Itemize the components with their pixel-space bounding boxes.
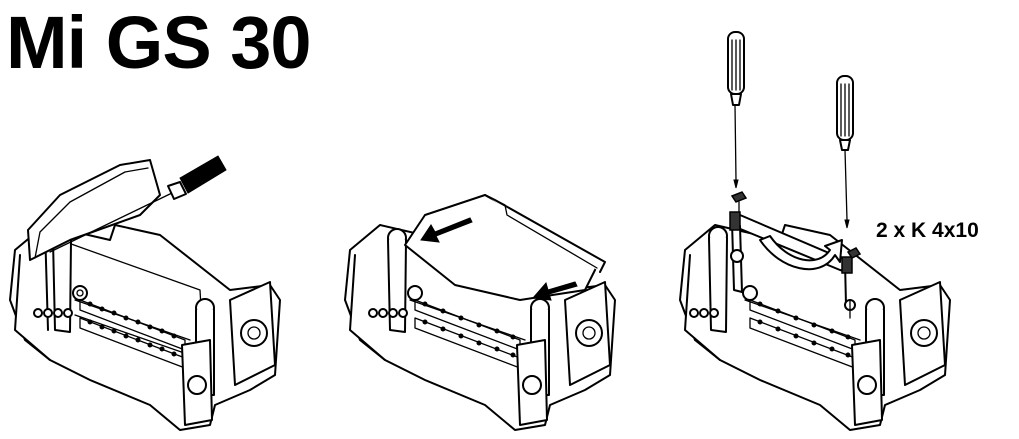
page-title: Mi GS 30	[6, 1, 312, 84]
corner-posts	[368, 228, 550, 396]
screwdriver-icon	[727, 31, 745, 189]
knockout-panel	[181, 281, 276, 426]
screwdriver-icon	[836, 75, 854, 229]
step-3-illustration	[670, 0, 1019, 439]
step-2-illustration	[335, 0, 665, 439]
screw-icon	[730, 191, 862, 259]
screwdriver-icon	[49, 155, 227, 253]
mounting-plate	[404, 194, 606, 301]
arrow-icon	[420, 217, 578, 301]
step-1-illustration	[0, 0, 330, 439]
knockout-panel	[851, 281, 946, 426]
rotate-arrow-icon	[759, 235, 843, 271]
screw-spec-label: 2 x K 4x10	[876, 219, 979, 242]
knockout-panel	[516, 281, 611, 426]
